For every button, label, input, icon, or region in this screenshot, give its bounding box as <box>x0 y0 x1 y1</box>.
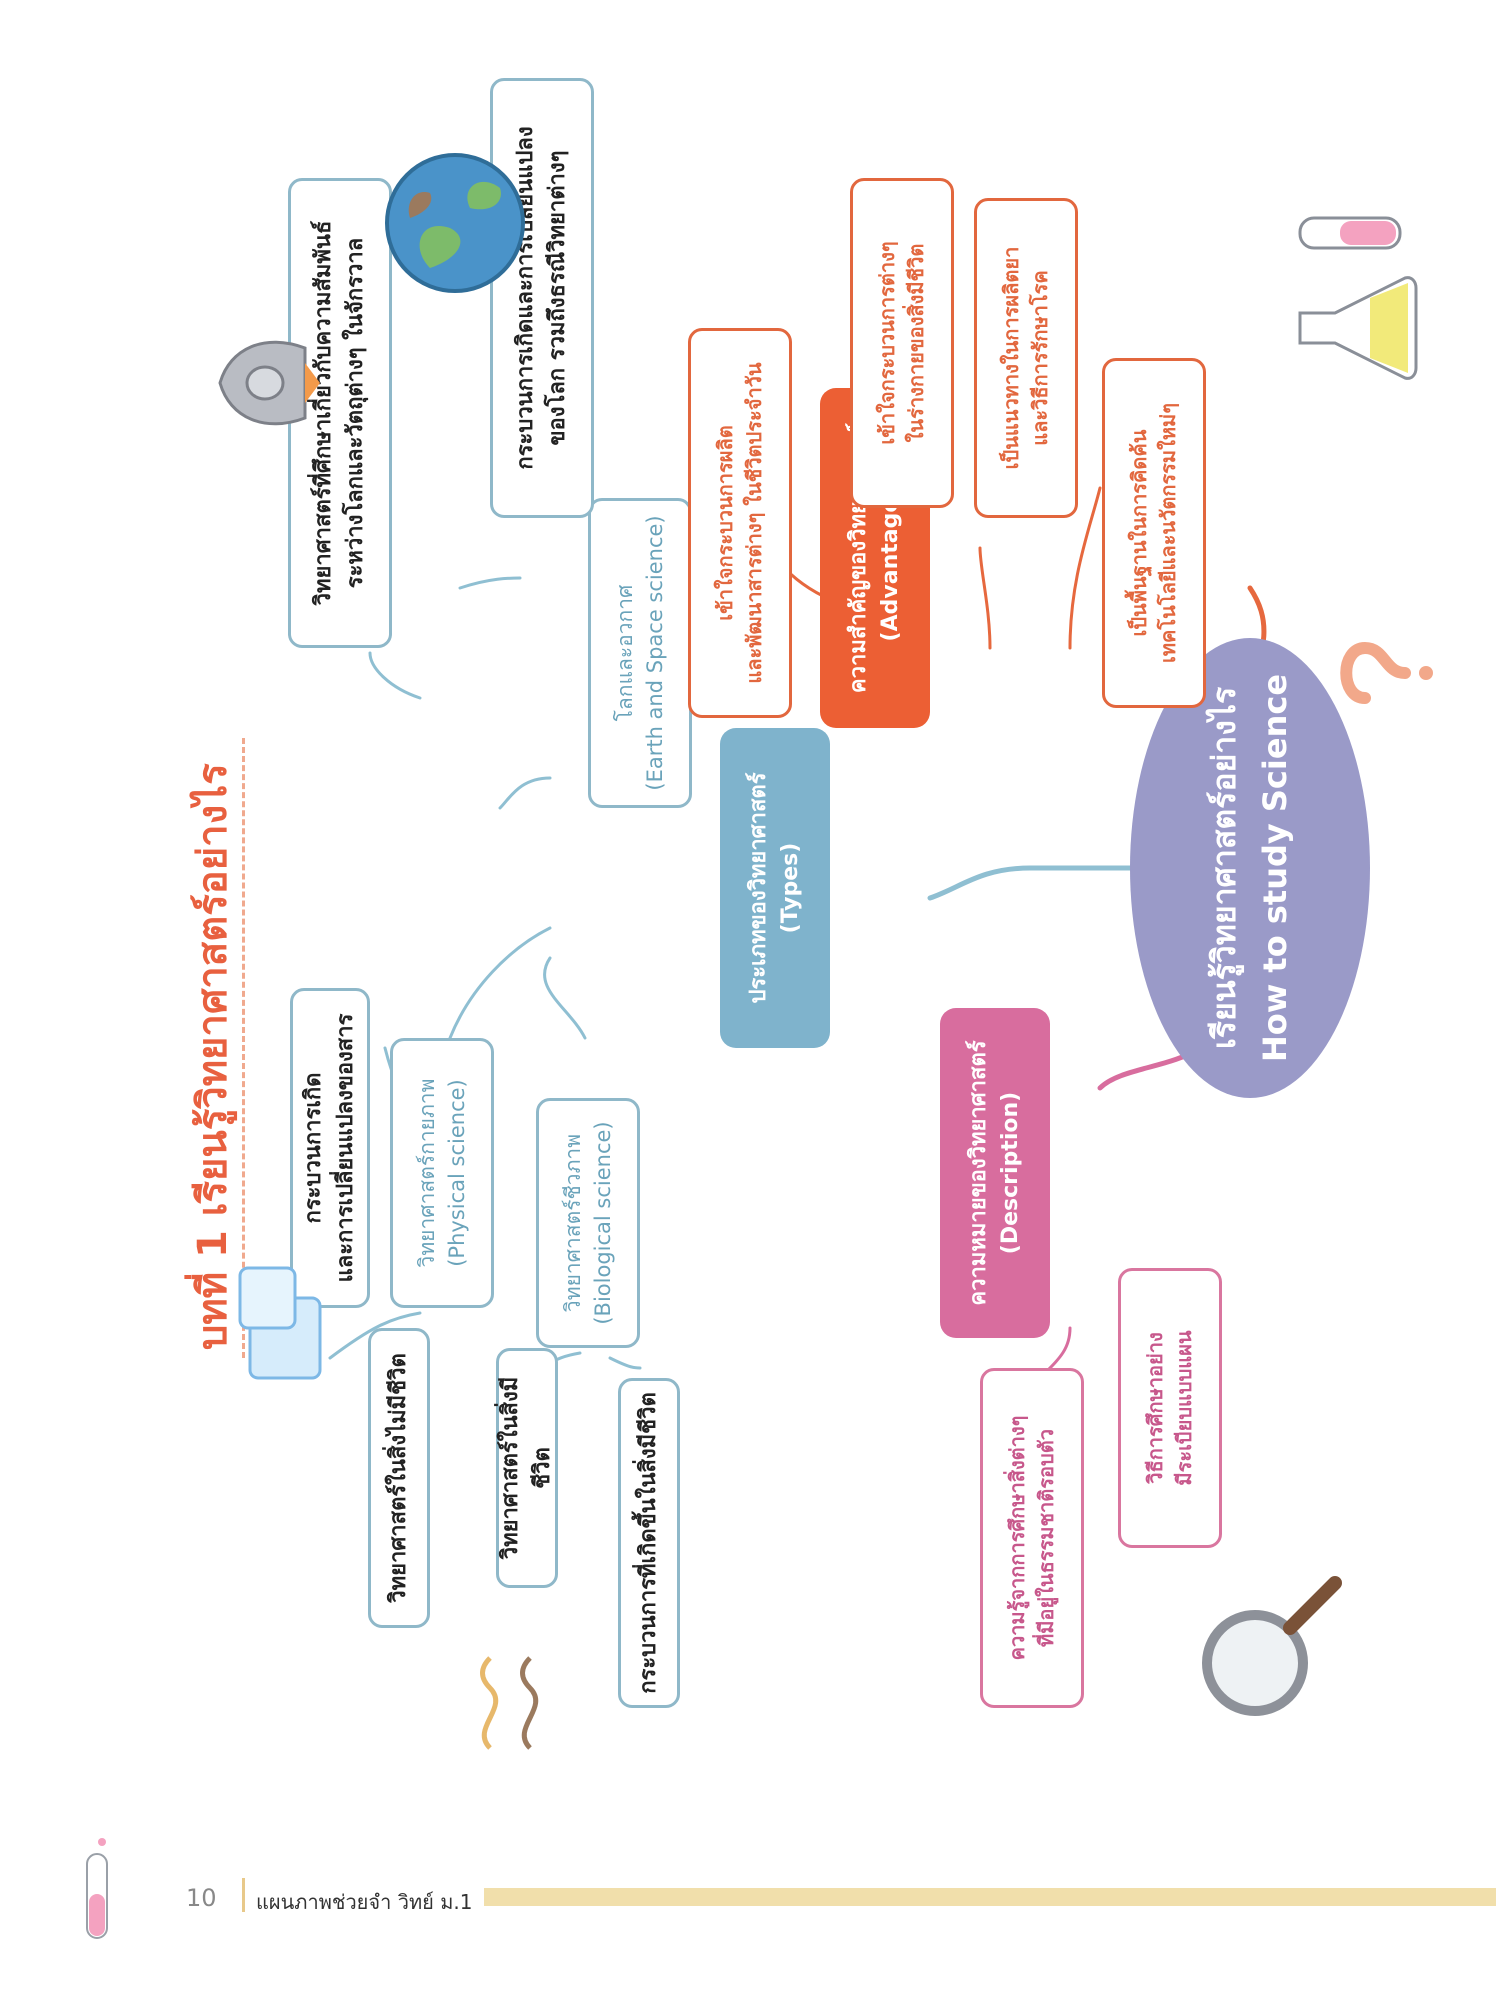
physical-science-node: วิทยาศาสตร์กายภาพ (Physical science) <box>390 1038 494 1308</box>
advantage-1: เข้าใจกระบวนการผลิต และพัฒนาสารต่างๆ ในช… <box>688 328 792 718</box>
footer-bar <box>484 1888 1496 1906</box>
advantage-4: เป็นพื้นฐานในการคิดค้น เทคโนโลยีและนวัตก… <box>1102 358 1206 708</box>
biological-science-desc-1: วิทยาศาสตร์ในสิ่งมีชีวิต <box>496 1348 558 1588</box>
rocket-icon <box>218 340 320 426</box>
description-node: ความหมายของวิทยาศาสตร์ (Description) <box>940 1008 1050 1338</box>
flask-icon <box>1298 276 1418 380</box>
mindmap: บทที่ 1 เรียนรู้วิทยาศาสตร์อย่างไร เรียน… <box>190 78 1470 1828</box>
test-tube-icon <box>1298 216 1402 250</box>
earth-icon <box>385 153 525 293</box>
book-title: แผนภาพช่วยจำ วิทย์ ม.1 <box>256 1890 473 1914</box>
advantage-3: เป็นแนวทางในการผลิตยา และวิธีการรักษาโรค <box>974 198 1078 518</box>
ice-cube-icon <box>238 1266 322 1380</box>
description-2: วิธีการศึกษาอย่าง มีระเบียบแบบแผน <box>1118 1268 1222 1548</box>
biological-science-desc-2: กระบวนการที่เกิดขึ้นในสิ่งมีชีวิต <box>618 1378 680 1708</box>
types-node: ประเภทของวิทยาศาสตร์ (Types) <box>720 728 830 1048</box>
biological-science-node: วิทยาศาสตร์ชีวภาพ (Biological science) <box>536 1098 640 1348</box>
question-mark-icon <box>1340 641 1433 704</box>
physical-science-desc-2: วิทยาศาสตร์ในสิ่งไม่มีชีวิต <box>368 1328 430 1628</box>
footer-separator <box>242 1878 245 1912</box>
hub-types-line-2 <box>927 865 1033 901</box>
page-number: 10 <box>186 1884 217 1912</box>
magnifier-icon <box>1202 1576 1342 1716</box>
description-1: ความรู้จากการศึกษาสิ่งต่างๆ ที่มีอยู่ในธ… <box>980 1368 1084 1708</box>
advantage-2: เข้าใจกระบวนการต่างๆ ในร่างกายของสิ่งมีช… <box>850 178 954 508</box>
earth-space-desc-2: กระบวนการเกิดและการเปลี่ยนแปลง ของโลก รว… <box>490 78 594 518</box>
small-test-tube-icon <box>86 1838 108 1939</box>
dna-icon <box>480 1656 539 1750</box>
earth-space-node: โลกและอวกาศ (Earth and Space science) <box>588 498 692 808</box>
